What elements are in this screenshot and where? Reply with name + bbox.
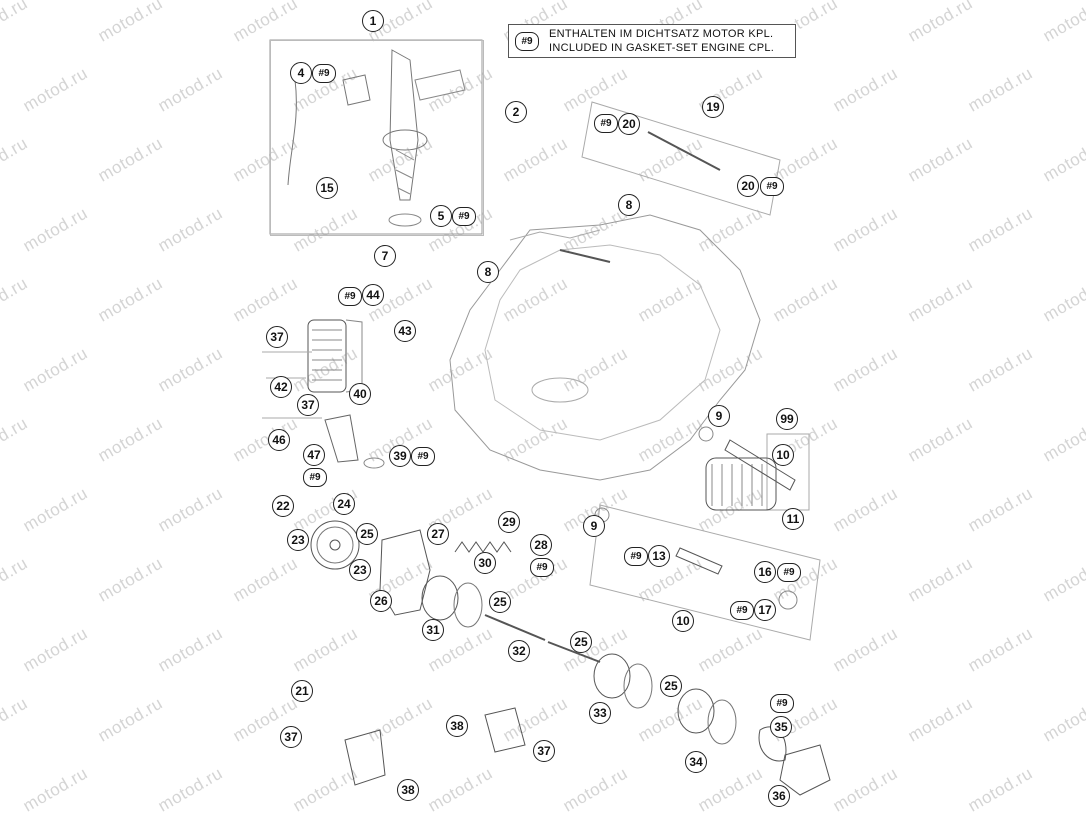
callout-gasket-39[interactable]: #9 [411, 447, 435, 466]
callout-part-23-right[interactable]: 23 [349, 559, 371, 581]
callout-part-29[interactable]: 29 [498, 511, 520, 533]
callout-gasket-47[interactable]: #9 [303, 468, 327, 487]
callout-part-42[interactable]: 42 [270, 376, 292, 398]
callout-part-39[interactable]: 39 [389, 445, 411, 467]
callout-gasket-44[interactable]: #9 [338, 287, 362, 306]
gasket-badge: #9 [515, 32, 539, 51]
engine-block [449, 214, 761, 481]
callout-gasket-20-bottom[interactable]: #9 [760, 177, 784, 196]
callout-part-10-lower[interactable]: 10 [672, 610, 694, 632]
callout-part-37-left[interactable]: 37 [280, 726, 302, 748]
callout-part-35[interactable]: 35 [770, 716, 792, 738]
callout-part-23-left[interactable]: 23 [287, 529, 309, 551]
callout-part-47[interactable]: 47 [303, 444, 325, 466]
callout-part-22[interactable]: 22 [272, 495, 294, 517]
callout-part-31[interactable]: 31 [422, 619, 444, 641]
callout-part-28[interactable]: 28 [530, 534, 552, 556]
callout-part-19[interactable]: 19 [702, 96, 724, 118]
callout-part-10-upper[interactable]: 10 [772, 444, 794, 466]
callout-gasket-16[interactable]: #9 [777, 563, 801, 582]
callout-part-33[interactable]: 33 [589, 702, 611, 724]
callout-part-27[interactable]: 27 [427, 523, 449, 545]
callout-part-38-mid[interactable]: 38 [446, 715, 468, 737]
callout-gasket-20-top[interactable]: #9 [594, 114, 618, 133]
dipstick-group-frame [270, 40, 484, 236]
callout-part-1[interactable]: 1 [362, 10, 384, 32]
callout-part-34[interactable]: 34 [685, 751, 707, 773]
callout-part-9-lower[interactable]: 9 [583, 515, 605, 537]
callout-part-20-top[interactable]: 20 [618, 113, 640, 135]
legend-line-en: INCLUDED IN GASKET-SET ENGINE CPL. [549, 42, 775, 54]
callout-part-4[interactable]: 4 [290, 62, 312, 84]
callout-part-37-right[interactable]: 37 [533, 740, 555, 762]
callout-gasket-4[interactable]: #9 [312, 64, 336, 83]
callout-part-2[interactable]: 2 [505, 101, 527, 123]
callout-part-7[interactable]: 7 [374, 245, 396, 267]
gasket-set-legend: #9 ENTHALTEN IM DICHTSATZ MOTOR KPL. INC… [508, 24, 796, 58]
callout-part-25-shaft[interactable]: 25 [489, 591, 511, 613]
callout-part-8-mid[interactable]: 8 [477, 261, 499, 283]
callout-part-38-bottom[interactable]: 38 [397, 779, 419, 801]
callout-part-5[interactable]: 5 [430, 205, 452, 227]
callout-part-30[interactable]: 30 [474, 552, 496, 574]
callout-part-37-upper[interactable]: 37 [266, 326, 288, 348]
callout-part-16[interactable]: 16 [754, 561, 776, 583]
callout-part-13[interactable]: 13 [648, 545, 670, 567]
callout-part-37-mid[interactable]: 37 [297, 394, 319, 416]
callout-part-9-upper[interactable]: 9 [708, 405, 730, 427]
callout-part-40[interactable]: 40 [349, 383, 371, 405]
callout-gasket-13[interactable]: #9 [624, 547, 648, 566]
callout-part-24[interactable]: 24 [333, 493, 355, 515]
callout-part-15[interactable]: 15 [316, 177, 338, 199]
callout-part-25-right[interactable]: 25 [660, 675, 682, 697]
callout-part-32[interactable]: 32 [508, 640, 530, 662]
callout-gasket-17[interactable]: #9 [730, 601, 754, 620]
callout-part-11[interactable]: 11 [782, 508, 804, 530]
callout-part-20-bottom[interactable]: 20 [737, 175, 759, 197]
callout-part-99[interactable]: 99 [776, 408, 798, 430]
legend-line-de: ENTHALTEN IM DICHTSATZ MOTOR KPL. [549, 28, 774, 40]
callout-part-44[interactable]: 44 [362, 284, 384, 306]
callout-part-36[interactable]: 36 [768, 785, 790, 807]
callout-part-43[interactable]: 43 [394, 320, 416, 342]
callout-part-25-mid[interactable]: 25 [570, 631, 592, 653]
callout-gasket-28[interactable]: #9 [530, 558, 554, 577]
callout-part-46[interactable]: 46 [268, 429, 290, 451]
callout-gasket-35[interactable]: #9 [770, 694, 794, 713]
callout-part-17[interactable]: 17 [754, 599, 776, 621]
callout-part-26[interactable]: 26 [370, 590, 392, 612]
callout-part-21[interactable]: 21 [291, 680, 313, 702]
callout-gasket-5[interactable]: #9 [452, 207, 476, 226]
callout-part-25-gear[interactable]: 25 [356, 523, 378, 545]
callout-part-8-top[interactable]: 8 [618, 194, 640, 216]
